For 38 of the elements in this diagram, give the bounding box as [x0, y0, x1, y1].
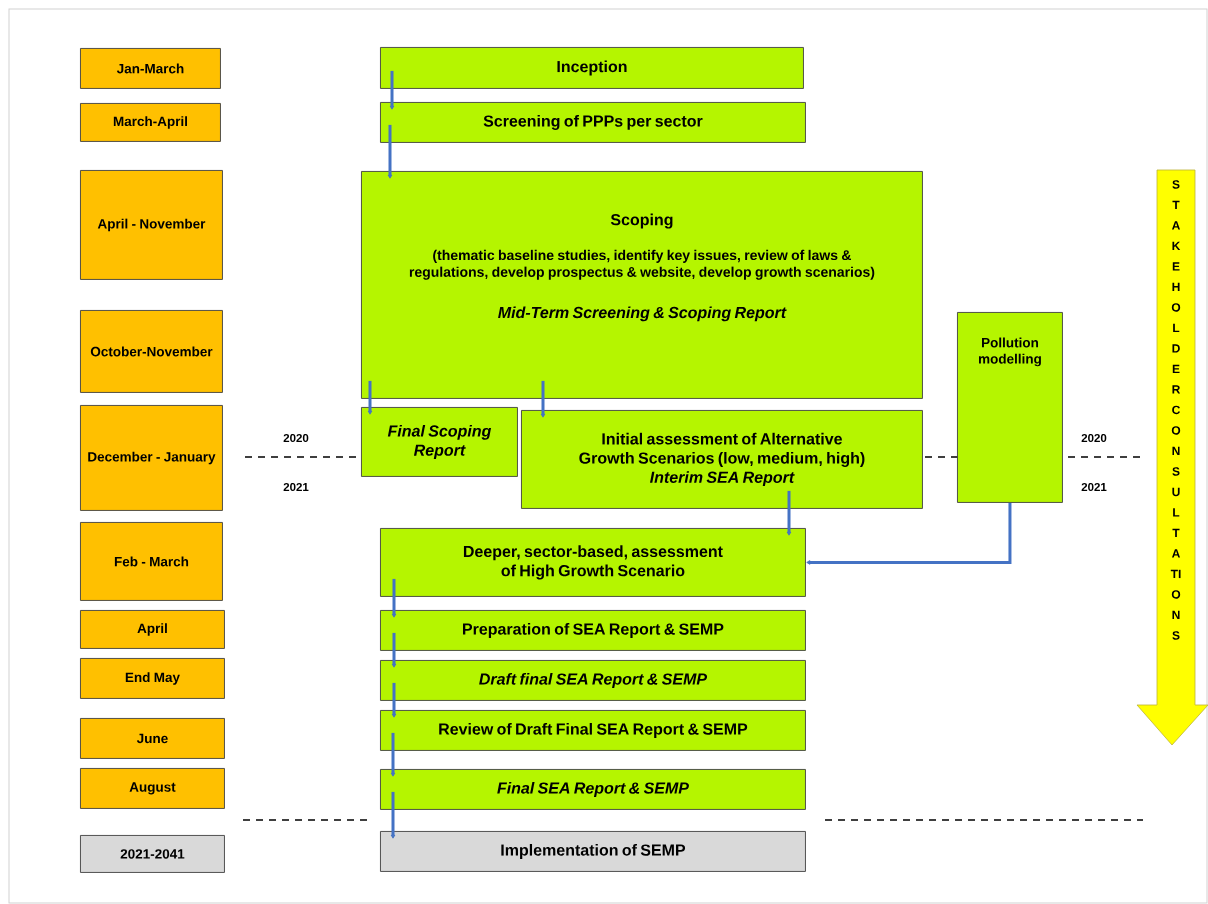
arrow	[391, 632, 397, 668]
process-box: Draft final SEA Report & SEMP	[380, 660, 806, 701]
process-box: Inception	[380, 47, 804, 89]
year-label: 2020	[1081, 433, 1107, 443]
date-box: Feb - March	[80, 522, 223, 601]
date-box: December - January	[80, 405, 223, 511]
process-box: Preparation of SEA Report & SEMP	[380, 610, 806, 651]
arrow	[391, 682, 397, 718]
arrow	[389, 70, 395, 110]
date-box: End May	[80, 658, 225, 699]
date-box: 2021-2041	[80, 835, 225, 873]
year-label: 2021	[283, 482, 309, 492]
arrow	[786, 490, 792, 536]
process-box: Initial assessment of Alternative Growth Scenarios (low, medium, high) Interim SEA Report	[521, 410, 923, 509]
arrow	[540, 380, 546, 418]
date-box: April	[80, 610, 225, 649]
process-box: Final SEA Report & SEMP	[380, 769, 806, 810]
date-box: October-November	[80, 310, 223, 393]
date-box: April - November	[80, 170, 223, 280]
date-box: March-April	[80, 103, 221, 142]
date-box: Jan-March	[80, 48, 221, 89]
arrow	[390, 732, 396, 777]
year-label: 2021	[1081, 482, 1107, 492]
process-box: Pollution modelling	[957, 312, 1063, 503]
process-box: Final Scoping Report	[361, 407, 518, 477]
arrow	[387, 124, 393, 179]
arrow	[390, 791, 396, 839]
process-box: Implementation of SEMP	[380, 831, 806, 872]
process-box: Scoping (thematic baseline studies, identify key issues, review of laws & regulations, develop prospectus & website, develop growth scenarios) Mid-Term Screening & Scoping Report	[361, 171, 923, 399]
process-box: Screening of PPPs per sector	[380, 102, 806, 143]
date-box: August	[80, 768, 225, 809]
arrow	[806, 502, 1012, 565]
year-label: 2020	[283, 433, 309, 443]
process-box: Review of Draft Final SEA Report & SEMP	[380, 710, 806, 751]
arrow	[367, 380, 373, 415]
arrow	[391, 578, 397, 618]
date-box: June	[80, 718, 225, 759]
process-box: Deeper, sector-based, assessment of High Growth Scenario	[380, 528, 806, 597]
